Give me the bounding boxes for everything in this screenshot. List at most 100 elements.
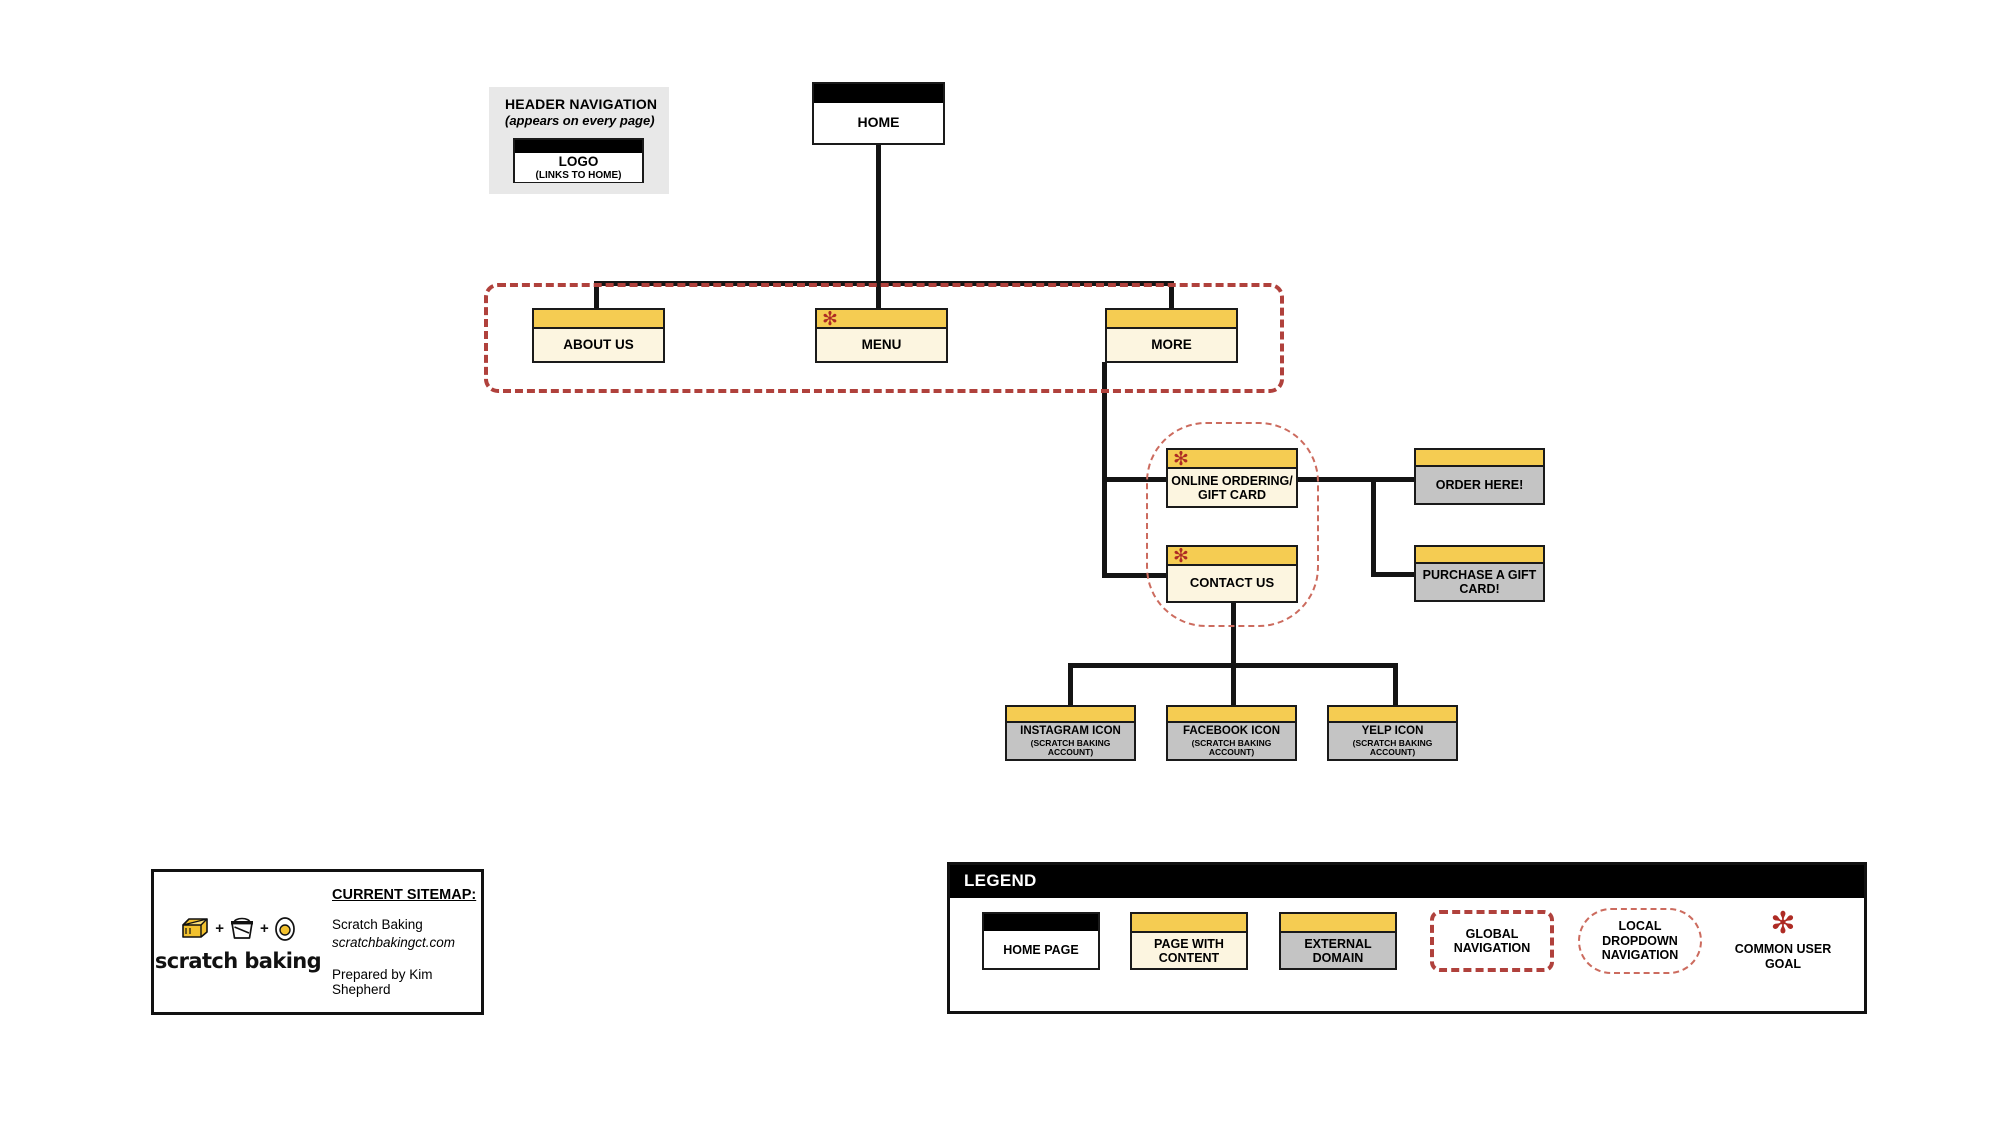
- node-label: ABOUT US: [563, 337, 634, 353]
- legend-item-external-domain: EXTERNAL DOMAIN: [1279, 912, 1397, 970]
- node-label: MORE: [1151, 337, 1192, 353]
- node-body: LOGO (LINKS TO HOME): [515, 153, 642, 183]
- site-url: scratchbakingct.com: [332, 935, 456, 950]
- node-header-bar: [534, 310, 663, 329]
- legend-panel: LEGEND HOME PAGE PAGE WITH CONTENT EXTER…: [947, 862, 1867, 1014]
- node-label: MENU: [861, 337, 902, 353]
- connector-online-ordering-stub: [1297, 477, 1376, 482]
- node-body: ONLINE ORDERING/ GIFT CARD: [1168, 469, 1296, 506]
- node-label: FACEBOOK ICON: [1182, 724, 1281, 737]
- connector-external-riser: [1371, 477, 1376, 577]
- node-label: LOGO: [558, 154, 599, 169]
- legend-swatch-page-with-content: PAGE WITH CONTENT: [1130, 912, 1248, 970]
- legend-item-home-page: HOME PAGE: [982, 912, 1100, 970]
- node-header-bar: [1007, 707, 1134, 723]
- common-user-goal-star-icon: ✻: [822, 307, 838, 330]
- node-header-bar: ✻: [1168, 544, 1296, 567]
- node-online-ordering-gift-card[interactable]: ✻ ONLINE ORDERING/ GIFT CARD: [1166, 448, 1298, 508]
- connector-to-yelp: [1393, 663, 1398, 708]
- connector-bus-to-menu: [876, 281, 881, 310]
- prepared-by: Prepared by Kim Shepherd: [332, 967, 433, 998]
- node-facebook-icon[interactable]: FACEBOOK ICON (SCRATCH BAKING ACCOUNT): [1166, 705, 1297, 761]
- node-body: MORE: [1107, 329, 1236, 361]
- node-header-bar: [515, 140, 642, 153]
- node-label: PURCHASE A GIFT CARD!: [1422, 568, 1537, 596]
- local-dropdown-navigation-group: [1146, 422, 1319, 627]
- title-block-meta: CURRENT SITEMAP: Scratch Baking scratchb…: [322, 887, 481, 997]
- connector-home-to-bus: [876, 145, 881, 284]
- legend-swatch-local-dropdown-navigation: LOCAL DROPDOWN NAVIGATION: [1578, 908, 1702, 974]
- legend-item-common-user-goal: ✻ COMMON USER GOAL: [1718, 906, 1848, 971]
- sitemap-heading: CURRENT SITEMAP:: [332, 886, 477, 903]
- node-body: CONTACT US: [1168, 566, 1296, 601]
- node-home[interactable]: HOME: [812, 82, 945, 145]
- connector-to-order-here: [1371, 477, 1416, 482]
- node-yelp-icon[interactable]: YELP ICON (SCRATCH BAKING ACCOUNT): [1327, 705, 1458, 761]
- node-body: INSTAGRAM ICON (SCRATCH BAKING ACCOUNT): [1007, 723, 1134, 759]
- butter-icon: [182, 918, 209, 938]
- swatch-label: PAGE WITH CONTENT: [1132, 933, 1246, 968]
- header-navigation-subtitle: (appears on every page): [505, 113, 655, 128]
- connector-to-instagram: [1068, 663, 1073, 708]
- node-instagram-icon[interactable]: INSTAGRAM ICON (SCRATCH BAKING ACCOUNT): [1005, 705, 1136, 761]
- node-body: FACEBOOK ICON (SCRATCH BAKING ACCOUNT): [1168, 723, 1295, 759]
- connector-bus-to-about: [594, 281, 599, 310]
- common-user-goal-star-icon: ✻: [1173, 544, 1189, 567]
- title-block: + + scratch baking CURRENT SITEMAP: S: [151, 869, 484, 1015]
- egg-icon: [274, 917, 295, 941]
- logo-plus-1: +: [215, 919, 224, 937]
- swatch-header-bar: [1281, 914, 1395, 933]
- legend-label: COMMON USER GOAL: [1734, 942, 1832, 971]
- node-label: ORDER HERE!: [1435, 478, 1524, 492]
- common-user-goal-star-icon: ✻: [1770, 906, 1796, 941]
- legend-swatch-external-domain: EXTERNAL DOMAIN: [1279, 912, 1397, 970]
- node-contact-us[interactable]: ✻ CONTACT US: [1166, 545, 1298, 603]
- header-navigation-title: HEADER NAVIGATION: [505, 96, 658, 112]
- node-header-bar: [1416, 547, 1543, 564]
- flour-bucket-icon: [231, 917, 253, 939]
- brand-logo: + + scratch baking: [154, 911, 322, 973]
- node-header-bar: [1168, 707, 1295, 723]
- node-header-bar: [1329, 707, 1456, 723]
- node-body: MENU: [817, 329, 946, 361]
- swatch-label: EXTERNAL DOMAIN: [1281, 933, 1395, 968]
- logo-wordmark: scratch baking: [154, 949, 322, 973]
- node-header-bar: [1416, 450, 1543, 467]
- connector-social-bus: [1068, 663, 1398, 668]
- legend-swatch-global-navigation: GLOBAL NAVIGATION: [1430, 910, 1554, 972]
- connector-more-to-online-ordering: [1102, 477, 1170, 482]
- connector-to-purchase-gift-card: [1371, 572, 1416, 577]
- legend-swatch-common-user-goal: ✻ COMMON USER GOAL: [1718, 906, 1848, 971]
- node-body: ORDER HERE!: [1416, 467, 1543, 503]
- site-name: Scratch Baking: [332, 916, 423, 932]
- legend-title: LEGEND: [950, 865, 1864, 898]
- node-body: HOME: [814, 103, 943, 143]
- connector-bus-to-more: [1169, 281, 1174, 310]
- node-label: INSTAGRAM ICON: [1020, 724, 1121, 737]
- global-navigation-group: [484, 283, 1284, 393]
- connector-contact-stem: [1231, 598, 1236, 708]
- node-about-us[interactable]: ABOUT US: [532, 308, 665, 363]
- node-label: ONLINE ORDERING/ GIFT CARD: [1171, 473, 1293, 502]
- node-label: YELP ICON: [1361, 724, 1424, 737]
- node-more[interactable]: MORE: [1105, 308, 1238, 363]
- swatch-header-bar: [1132, 914, 1246, 933]
- node-header-bar: ✻: [817, 307, 946, 330]
- node-sublabel: (SCRATCH BAKING ACCOUNT): [1030, 737, 1111, 757]
- node-purchase-gift-card[interactable]: PURCHASE A GIFT CARD!: [1414, 545, 1545, 602]
- node-sublabel: (LINKS TO HOME): [535, 170, 622, 182]
- node-body: YELP ICON (SCRATCH BAKING ACCOUNT): [1329, 723, 1456, 759]
- node-logo[interactable]: LOGO (LINKS TO HOME): [513, 138, 644, 183]
- legend-item-page-with-content: PAGE WITH CONTENT: [1130, 912, 1248, 970]
- legend-item-local-dropdown-navigation: LOCAL DROPDOWN NAVIGATION: [1578, 908, 1702, 974]
- swatch-header-bar: [984, 914, 1098, 931]
- logo-plus-2: +: [260, 919, 269, 937]
- connector-more-to-contact: [1102, 573, 1170, 578]
- node-menu[interactable]: ✻ MENU: [815, 308, 948, 363]
- node-sublabel: (SCRATCH BAKING ACCOUNT): [1191, 737, 1272, 757]
- node-header-bar: [814, 84, 943, 103]
- node-sublabel: (SCRATCH BAKING ACCOUNT): [1352, 737, 1433, 757]
- connector-more-stem: [1102, 362, 1107, 578]
- node-order-here[interactable]: ORDER HERE!: [1414, 448, 1545, 505]
